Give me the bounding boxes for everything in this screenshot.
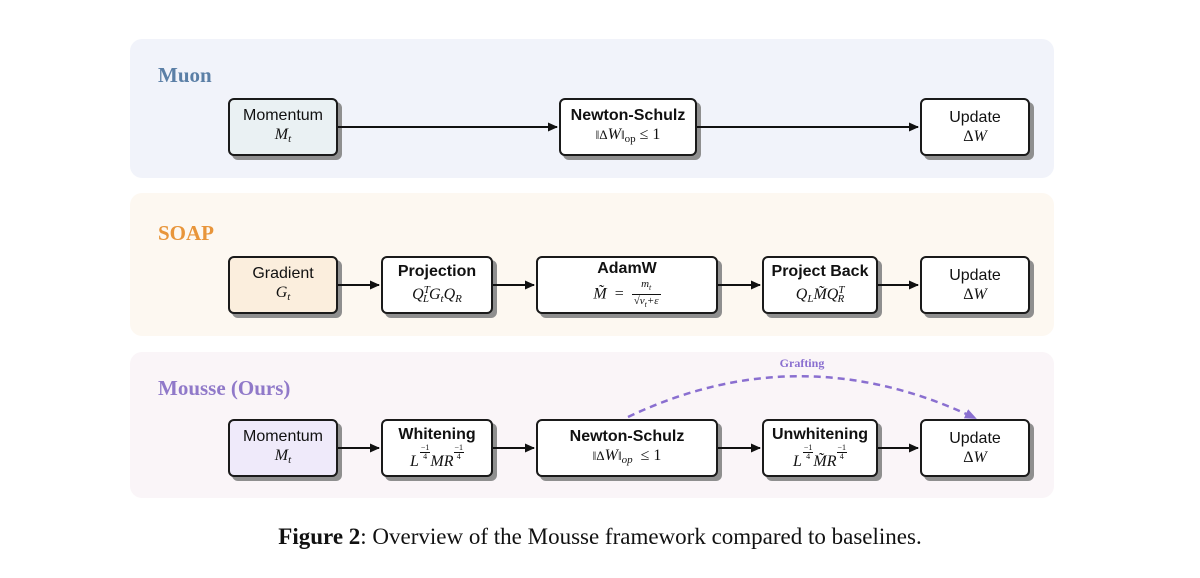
box-muon-momentum: Momentum Mt	[228, 98, 338, 156]
box-soap-adamw: AdamW M̃ = mt√vt+ε	[536, 256, 718, 314]
grafting-label: Grafting	[779, 356, 825, 370]
box-math: ΔW	[963, 286, 987, 303]
panel-title-muon: Muon	[158, 63, 212, 87]
box-math: Mt	[274, 446, 292, 466]
box-math: ΔW	[963, 449, 987, 466]
box-soap-gradient: Gradient Gt	[228, 256, 338, 314]
box-math: ‖ΔW‖op ≤ 1	[592, 446, 662, 466]
box-label: Projection	[397, 262, 477, 280]
box-muon-newton-schulz: Newton-Schulz ‖ΔW‖op ≤ 1	[559, 98, 697, 156]
box-mousse-newton-schulz: Newton-Schulz ‖ΔW‖op ≤ 1	[536, 419, 718, 477]
grafting-arrow	[627, 375, 977, 420]
box-soap-project-back: Project Back QLM̃QTR	[762, 256, 878, 314]
box-soap-projection: Projection QTLGtQR	[381, 256, 493, 314]
box-label: Unwhitening	[772, 426, 868, 443]
box-label: Whitening	[398, 426, 476, 443]
box-math: QTLGtQR	[412, 283, 462, 305]
box-math: QLM̃QTR	[795, 283, 845, 305]
box-math: ΔW	[963, 128, 987, 145]
box-mousse-update: Update ΔW	[920, 419, 1030, 477]
box-math: ‖ΔW‖op ≤ 1	[595, 125, 661, 145]
box-label: AdamW	[597, 259, 657, 277]
box-label: Newton-Schulz	[569, 427, 685, 445]
box-label: Newton-Schulz	[570, 106, 686, 124]
box-label: Momentum	[242, 427, 324, 445]
box-label: Project Back	[771, 262, 869, 280]
caption-text: : Overview of the Mousse framework compa…	[360, 524, 922, 549]
box-label: Update	[949, 430, 1001, 447]
box-soap-update: Update ΔW	[920, 256, 1030, 314]
box-label: Momentum	[242, 106, 324, 124]
panel-title-soap: SOAP	[158, 221, 215, 245]
panel-title-mousse: Mousse (Ours)	[158, 376, 291, 400]
box-muon-update: Update ΔW	[920, 98, 1030, 156]
box-mousse-momentum: Momentum Mt	[228, 419, 338, 477]
box-math: Gt	[275, 283, 291, 303]
figure-caption: Figure 2: Overview of the Mousse framewo…	[0, 524, 1200, 550]
box-math: Mt	[274, 125, 292, 145]
box-math: M̃ = mt√vt+ε	[593, 277, 661, 310]
box-label: Gradient	[252, 264, 314, 282]
caption-prefix: Figure 2	[278, 524, 361, 549]
box-label: Update	[949, 109, 1001, 126]
box-label: Update	[949, 267, 1001, 284]
